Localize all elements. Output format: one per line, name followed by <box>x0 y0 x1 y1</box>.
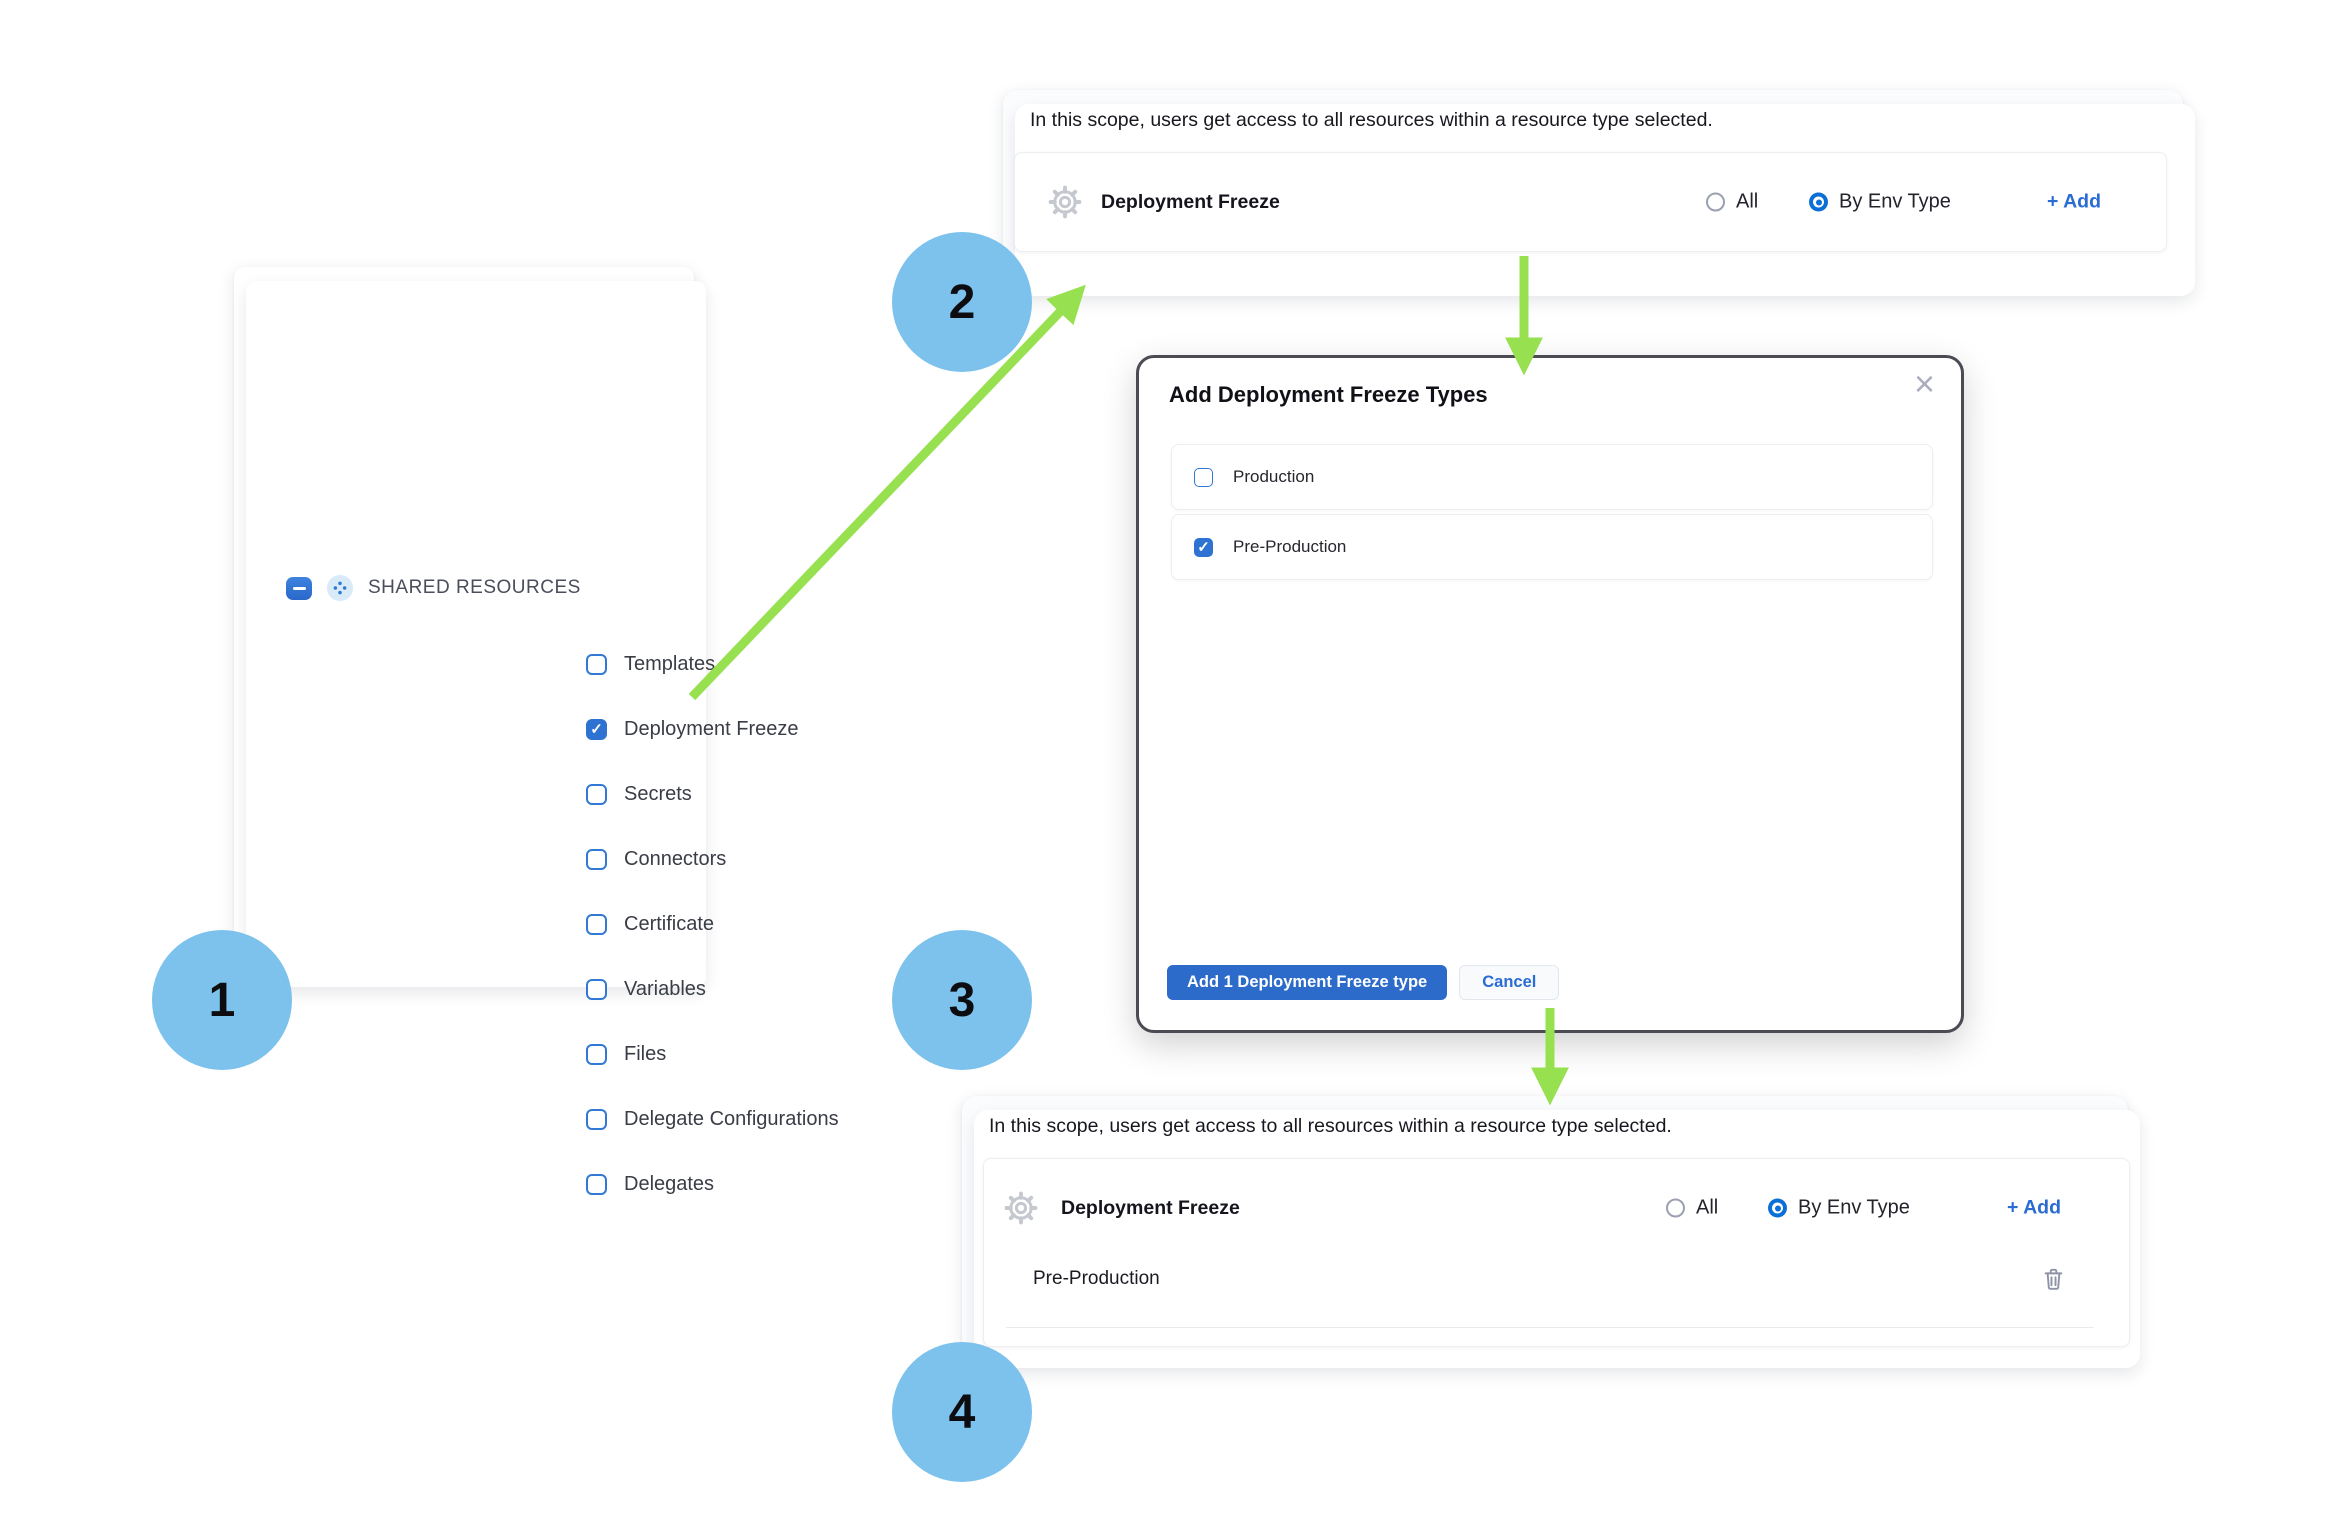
radio-option-by-env-type[interactable]: By Env Type <box>1768 1197 1910 1220</box>
modal-options-list: Production ✓ Pre-Production <box>1171 444 1933 584</box>
checkbox-unchecked-icon[interactable] <box>586 1043 607 1065</box>
scope-panel-bottom: In this scope, users get access to all r… <box>962 1096 2140 1368</box>
resource-item-delegates[interactable]: Delegates <box>586 1169 714 1199</box>
checkbox-unchecked-icon[interactable] <box>586 1173 607 1195</box>
radio-option-all[interactable]: All <box>1666 1197 1718 1220</box>
scope-description: In this scope, users get access to all r… <box>1030 109 1713 131</box>
radio-option-label: All <box>1736 190 1759 213</box>
checkbox-unchecked-icon[interactable] <box>586 978 607 1000</box>
scope-panel-top: In this scope, users get access to all r… <box>1003 90 2195 296</box>
resource-item-connectors[interactable]: Connectors <box>586 844 726 874</box>
shared-resources-header: SHARED RESOURCES <box>286 575 581 601</box>
resource-type-row: Deployment Freeze All By Env Type + Add <box>1015 153 2166 251</box>
env-type-row: Pre-Production <box>984 1259 2129 1299</box>
resource-item-label: Files <box>624 1042 667 1065</box>
modal-option-pre-production[interactable]: ✓ Pre-Production <box>1171 514 1933 580</box>
collapse-section-button[interactable] <box>286 576 312 600</box>
checkbox-unchecked-icon[interactable] <box>586 653 607 675</box>
add-link[interactable]: + Add <box>2007 1196 2061 1219</box>
resource-type-card: Deployment Freeze All By Env Type + Add … <box>983 1158 2130 1347</box>
checkbox-checked-icon[interactable]: ✓ <box>586 718 607 740</box>
cancel-button[interactable]: Cancel <box>1459 965 1560 1000</box>
env-type-label: Pre-Production <box>1033 1268 1160 1289</box>
checkbox-unchecked-icon[interactable] <box>1194 467 1213 487</box>
radio-option-label: All <box>1696 1196 1719 1219</box>
resource-item-certificate[interactable]: Certificate <box>586 909 714 939</box>
checkbox-unchecked-icon[interactable] <box>586 1108 607 1130</box>
resource-item-label: Delegates <box>624 1172 715 1195</box>
radio-option-by-env-type[interactable]: By Env Type <box>1809 191 1951 214</box>
checkbox-checked-icon[interactable]: ✓ <box>1194 537 1213 557</box>
resource-type-label: Deployment Freeze <box>1101 190 1280 213</box>
add-deployment-freeze-modal: Add Deployment Freeze Types × Production… <box>1136 355 1964 1033</box>
modal-title: Add Deployment Freeze Types <box>1169 382 1488 407</box>
check-icon: ✓ <box>590 720 603 738</box>
resource-item-label: Variables <box>624 977 706 1000</box>
gear-icon <box>1048 185 1082 219</box>
modal-option-production[interactable]: Production <box>1171 444 1933 510</box>
checkbox-unchecked-icon[interactable] <box>586 848 607 870</box>
resource-item-label: Delegate Configurations <box>624 1107 839 1130</box>
resource-type-label: Deployment Freeze <box>1061 1196 1240 1219</box>
resource-item-label: Templates <box>624 652 716 675</box>
minus-icon <box>292 586 306 590</box>
resource-item-label: Deployment Freeze <box>624 717 799 740</box>
arrow-step1-to-step2 <box>688 284 1086 701</box>
radio-option-all[interactable]: All <box>1706 191 1758 214</box>
resource-item-files[interactable]: Files <box>586 1039 666 1069</box>
modal-footer: Add 1 Deployment Freeze type Cancel <box>1167 965 1560 1000</box>
resource-type-card: Deployment Freeze All By Env Type + Add <box>1014 152 2167 252</box>
shared-resources-panel: SHARED RESOURCES Templates ✓ Deployment … <box>234 267 839 1195</box>
resource-item-templates[interactable]: Templates <box>586 649 715 679</box>
checkbox-unchecked-icon[interactable] <box>586 783 607 805</box>
radio-option-label: By Env Type <box>1839 190 1951 213</box>
trash-icon <box>2044 1268 2063 1290</box>
resource-item-label: Certificate <box>624 912 715 935</box>
radio-unselected-icon[interactable] <box>1706 192 1725 212</box>
radio-selected-icon[interactable] <box>1768 1198 1787 1218</box>
radio-selected-icon[interactable] <box>1809 192 1828 212</box>
gear-icon <box>1004 1191 1038 1225</box>
resource-item-delegate-configurations[interactable]: Delegate Configurations <box>586 1104 839 1134</box>
modal-option-label: Pre-Production <box>1233 537 1347 556</box>
checkbox-unchecked-icon[interactable] <box>586 913 607 935</box>
close-icon[interactable]: × <box>1913 363 1935 404</box>
radio-option-label: By Env Type <box>1798 1196 1910 1219</box>
radio-unselected-icon[interactable] <box>1666 1198 1685 1218</box>
section-title: SHARED RESOURCES <box>368 577 581 598</box>
resource-item-label: Secrets <box>624 782 692 805</box>
delete-button[interactable] <box>2040 1266 2067 1293</box>
step-badge-1: 1 <box>152 930 292 1070</box>
modal-option-label: Production <box>1233 467 1315 486</box>
scope-description: In this scope, users get access to all r… <box>989 1115 1672 1137</box>
resource-item-variables[interactable]: Variables <box>586 974 706 1004</box>
resource-item-deployment-freeze[interactable]: ✓ Deployment Freeze <box>586 714 799 744</box>
add-link[interactable]: + Add <box>2047 190 2101 213</box>
resource-item-secrets[interactable]: Secrets <box>586 779 692 809</box>
add-freeze-type-button[interactable]: Add 1 Deployment Freeze type <box>1167 965 1448 1000</box>
resource-type-main: Deployment Freeze <box>1003 1190 1240 1226</box>
resource-item-label: Connectors <box>624 847 727 870</box>
check-icon: ✓ <box>1197 538 1210 556</box>
step-badge-3: 3 <box>892 930 1032 1070</box>
shared-resources-module-icon <box>327 575 353 601</box>
step-badge-4: 4 <box>892 1342 1032 1482</box>
row-divider <box>1006 1327 2094 1328</box>
resource-type-row: Deployment Freeze All By Env Type + Add <box>984 1159 2129 1257</box>
step-badge-2: 2 <box>892 232 1032 372</box>
resource-type-main: Deployment Freeze <box>1047 184 1280 220</box>
